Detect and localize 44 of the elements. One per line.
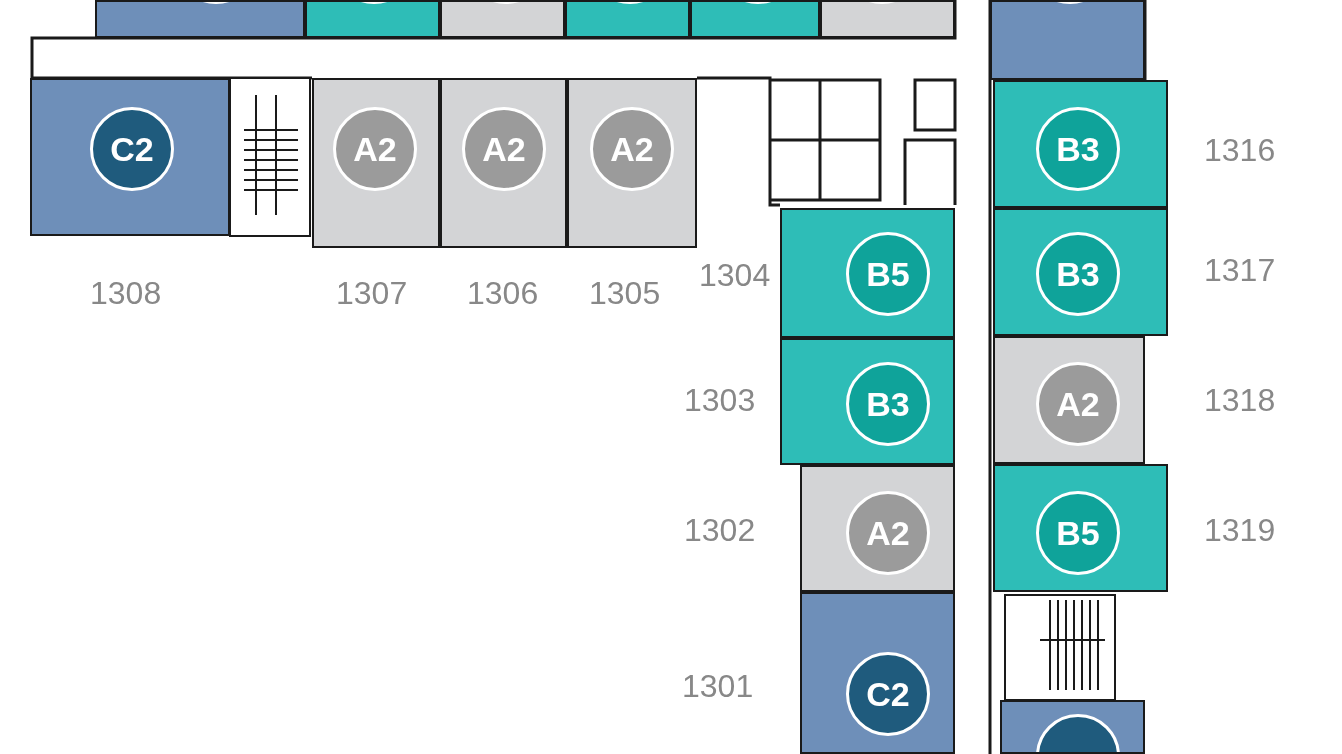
unit-type-badge: C2	[846, 652, 930, 736]
apartment-unit	[440, 0, 565, 38]
unit-number: 1308	[90, 275, 162, 312]
apartment-unit	[567, 78, 697, 248]
apartment-unit	[30, 78, 230, 236]
unit-type-badge: C2	[90, 107, 174, 191]
unit-number: 1319	[1204, 512, 1276, 549]
apartment-unit	[780, 208, 955, 338]
apartment-unit	[1000, 700, 1145, 754]
apartment-unit	[312, 78, 440, 248]
apartment-unit	[993, 80, 1168, 208]
unit-type-badge: B3	[1036, 232, 1120, 316]
unit-number: 1302	[684, 512, 756, 549]
unit-number: 1306	[467, 275, 539, 312]
apartment-unit	[95, 0, 305, 38]
unit-number: 1303	[684, 382, 756, 419]
unit-number: 1307	[336, 275, 408, 312]
apartment-unit	[993, 336, 1145, 464]
unit-number: 1305	[589, 275, 661, 312]
unit-type-badge: A2	[462, 107, 546, 191]
unit-type-badge: B3	[1036, 107, 1120, 191]
unit-number: 1316	[1204, 132, 1276, 169]
apartment-unit	[780, 338, 955, 465]
unit-type-badge: B5	[1036, 491, 1120, 575]
unit-number: 1317	[1204, 252, 1276, 289]
unit-number: 1304	[699, 257, 771, 294]
unit-number: 1318	[1204, 382, 1276, 419]
unit-type-badge: A2	[846, 491, 930, 575]
unit-type-badge: B5	[846, 232, 930, 316]
apartment-unit	[800, 592, 955, 754]
apartment-unit	[800, 465, 955, 592]
unit-type-badge: A2	[590, 107, 674, 191]
apartment-unit	[690, 0, 820, 38]
apartment-unit	[440, 78, 567, 248]
unit-type-badge: A2	[1036, 362, 1120, 446]
apartment-unit	[305, 0, 440, 38]
apartment-unit	[993, 464, 1168, 592]
apartment-unit	[993, 208, 1168, 336]
unit-type-badge: B3	[846, 362, 930, 446]
unit-type-badge: A2	[333, 107, 417, 191]
apartment-unit	[820, 0, 955, 38]
apartment-unit	[990, 0, 1145, 80]
unit-number: 1301	[682, 668, 754, 705]
apartment-unit	[565, 0, 690, 38]
